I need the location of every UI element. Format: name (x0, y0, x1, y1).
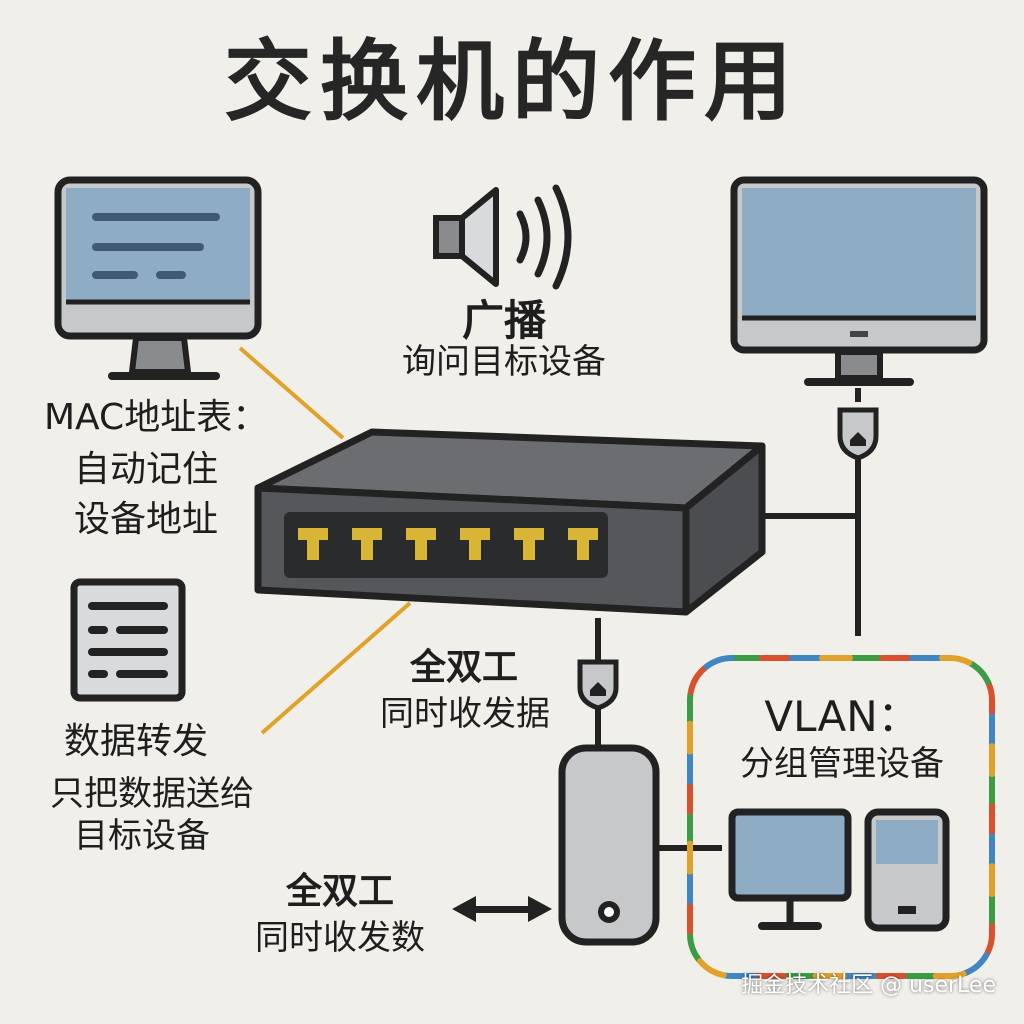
switch-port (352, 528, 382, 560)
full-duplex-bottom-title: 全双工 (285, 871, 394, 912)
link-switch-document (260, 601, 412, 735)
mac-table-title: MAC地址表： (44, 397, 269, 438)
forwarding-line2: 只把数据送给 (50, 774, 254, 814)
switch-port (460, 528, 490, 560)
vlan-desc: 分组管理设备 (740, 744, 944, 784)
monitor-icon (54, 176, 262, 380)
broadcast-desc: 询问目标设备 (402, 342, 606, 382)
switch-port (514, 528, 544, 560)
forwarding-line3: 目标设备 (74, 816, 210, 856)
switch-port (406, 528, 436, 560)
shield-connector-icon (577, 659, 619, 711)
switch-icon (254, 428, 766, 616)
broadcast-title: 广播 (461, 296, 546, 345)
vlan-title: VLAN： (764, 692, 920, 741)
server-icon (864, 808, 950, 932)
mac-table-line2: 自动记住 (74, 449, 219, 490)
forwarding-title: 数据转发 (64, 721, 209, 762)
vlan-group-border (687, 655, 995, 979)
monitor-icon (728, 808, 852, 930)
watermark: 掘金技术社区 @ userLee (741, 972, 996, 998)
document-icon (70, 578, 186, 702)
shield-connector-icon (837, 407, 879, 461)
double-arrow-icon (452, 896, 552, 922)
full-duplex-bottom-desc: 同时收发数 (255, 918, 425, 958)
switch-ports (298, 528, 598, 560)
switch-port (298, 528, 328, 560)
server-icon (558, 744, 660, 946)
mac-table-line3: 设备地址 (74, 499, 219, 540)
monitor-icon (730, 176, 988, 386)
page-title: 交换机的作用 (223, 30, 800, 133)
full-duplex-top-title: 全双工 (409, 647, 518, 688)
speaker-icon (433, 184, 572, 290)
full-duplex-top-desc: 同时收发据 (380, 694, 550, 734)
switch-port (568, 528, 598, 560)
link-monitor-switch (238, 346, 345, 440)
